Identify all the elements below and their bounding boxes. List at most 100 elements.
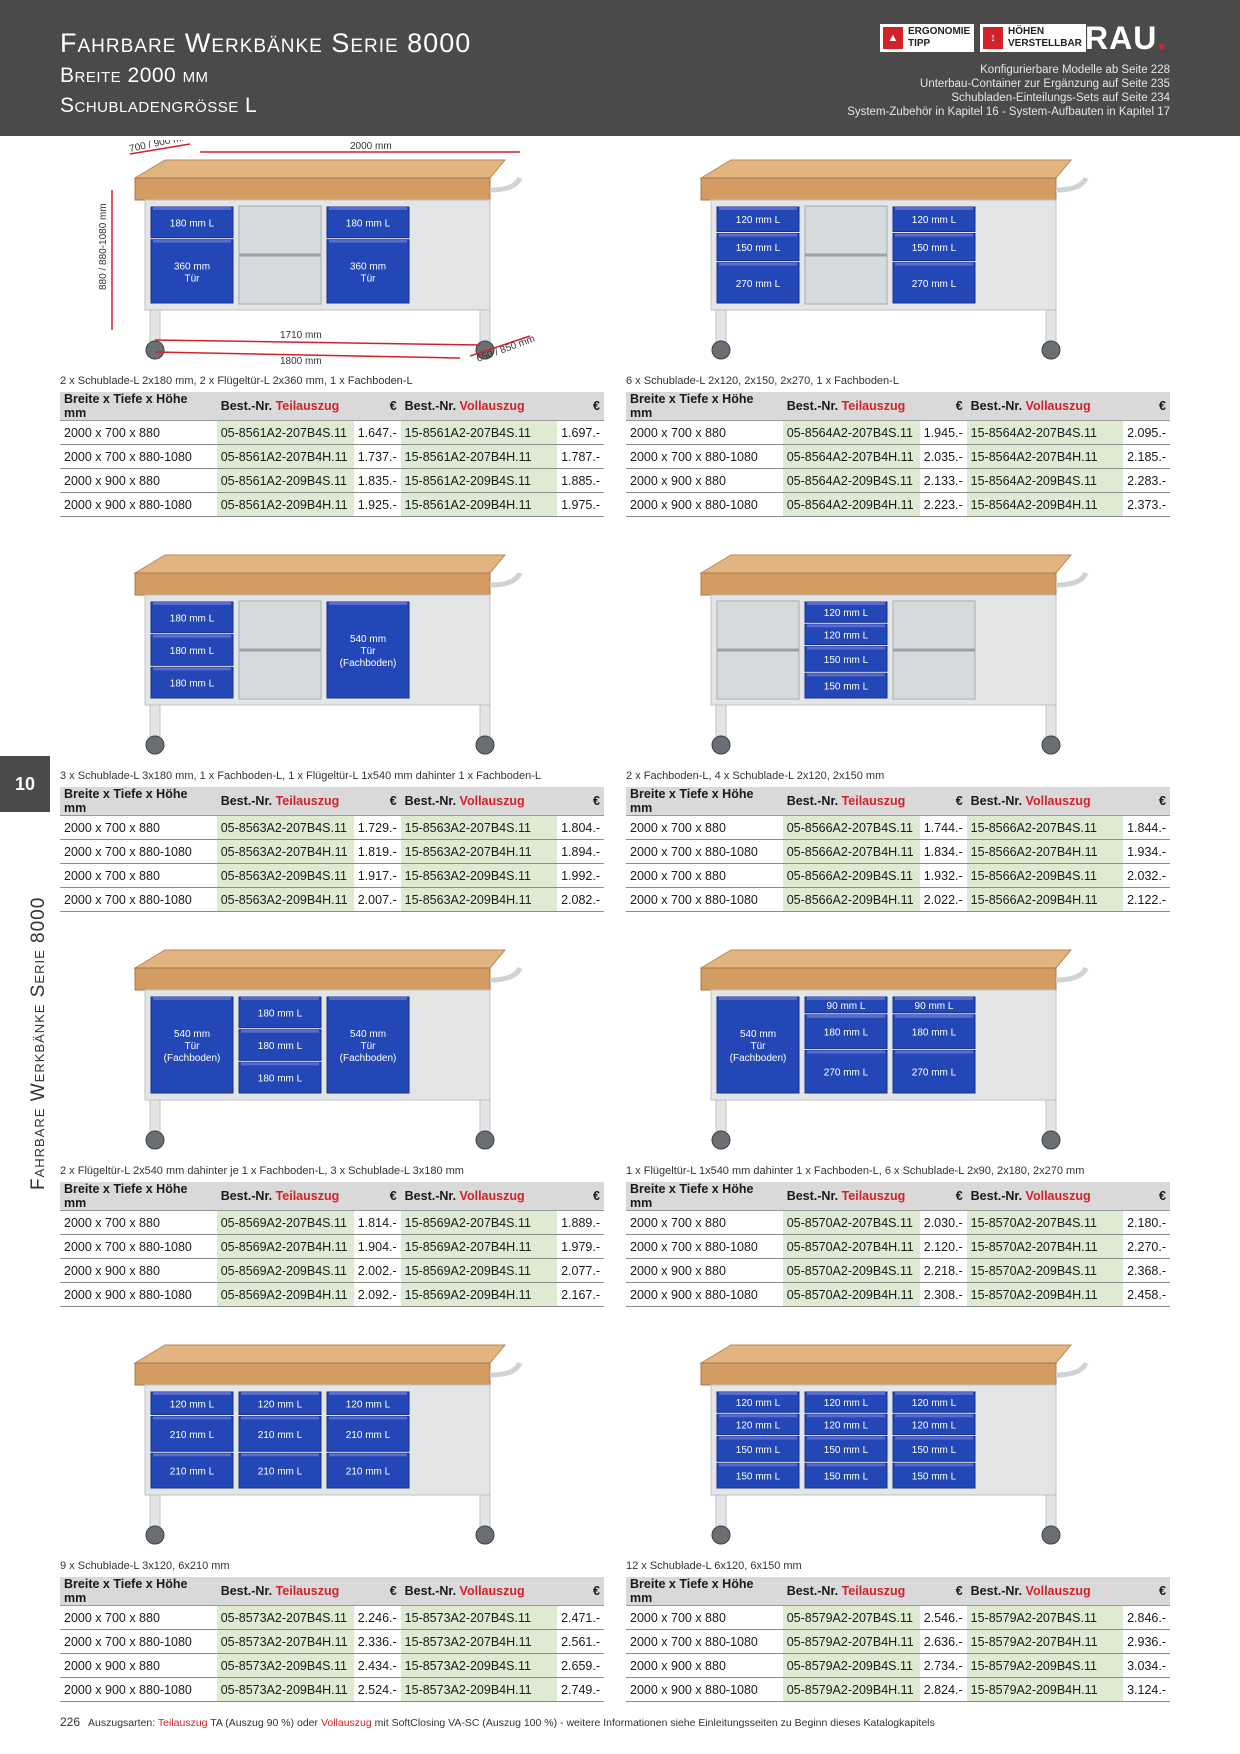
- order-number: 15-8573A2-209B4S.11: [400, 1653, 558, 1678]
- bench-leg: [715, 704, 727, 738]
- drawer-handle: [153, 207, 231, 210]
- order-number: 15-8570A2-209B4S.11: [966, 1258, 1124, 1283]
- product-caption: 2 x Schublade-L 2x180 mm, 2 x Flügeltür-…: [60, 375, 413, 387]
- drawer-size-label: 270 mm L: [912, 279, 957, 290]
- order-number: 05-8569A2-207B4H.11: [216, 1234, 354, 1259]
- drawer-size-label: 150 mm L: [824, 1445, 869, 1456]
- column-header: Breite x Tiefe x Höhe mm: [60, 1577, 217, 1606]
- dimensions: 2000 x 900 x 880: [626, 1258, 783, 1283]
- drawer-size-label: 540 mm: [174, 1029, 210, 1040]
- dimensions: 2000 x 700 x 880-1080: [60, 887, 217, 912]
- drawer-handle: [719, 1463, 797, 1467]
- order-number: 15-8564A2-207B4H.11: [966, 444, 1124, 469]
- price: 3.034.-: [1123, 1653, 1170, 1678]
- page-title: Fahrbare Werkbänke Serie 8000: [60, 28, 472, 58]
- dimensions: 2000 x 700 x 880-1080: [60, 444, 217, 469]
- drawer-handle: [329, 1416, 407, 1420]
- drawer-size-label: 540 mm: [350, 634, 386, 645]
- worktop-front: [700, 967, 1057, 991]
- drawer-size-label: 120 mm L: [824, 608, 869, 619]
- dimensions: 2000 x 700 x 880-1080: [626, 1629, 783, 1654]
- order-number: 05-8566A2-209B4H.11: [782, 887, 920, 912]
- drawer-front: [238, 996, 322, 1029]
- drawer-handle: [895, 1463, 973, 1467]
- drawer-size-label: 150 mm L: [912, 1472, 957, 1483]
- price: 2.524.-: [353, 1677, 401, 1702]
- dimensions: 2000 x 700 x 880-1080: [626, 887, 783, 912]
- worktop-front: [700, 1362, 1057, 1386]
- price: 2.636.-: [919, 1629, 967, 1654]
- dimension-label: 1710 mm: [280, 330, 322, 341]
- worktop-front: [134, 967, 491, 991]
- column-header: Best.-Nr. Teilauszug: [216, 1577, 354, 1606]
- drawer-front: [326, 996, 410, 1094]
- order-number: 15-8566A2-209B4H.11: [966, 887, 1124, 912]
- worktop: [133, 1344, 507, 1364]
- drawer-handle: [329, 239, 407, 243]
- page-references: Konfigurierbare Modelle ab Seite 228 Unt…: [847, 64, 1170, 118]
- workbench-illustration: 120 mm L 120 mm L 150 mm L 150 mm L: [699, 554, 1089, 755]
- dimensions: 2000 x 900 x 880-1080: [626, 1282, 783, 1307]
- dimensions: 2000 x 700 x 880-1080: [626, 839, 783, 864]
- column-header: Best.-Nr. Vollauszug: [966, 787, 1124, 816]
- dimensions: 2000 x 700 x 880: [626, 420, 783, 445]
- drawer-size-label: 150 mm L: [824, 655, 869, 666]
- price: 2.434.-: [353, 1653, 401, 1678]
- drawer-handle: [807, 1463, 885, 1467]
- drawer-front: [804, 1462, 888, 1489]
- order-number: 15-8579A2-209B4S.11: [966, 1653, 1124, 1678]
- worktop-front: [134, 572, 491, 596]
- drawer-size-label: 150 mm L: [824, 682, 869, 693]
- bench-leg: [149, 704, 161, 738]
- drawer-handle: [807, 1414, 885, 1418]
- handle-rail: [489, 966, 523, 983]
- order-number: 05-8561A2-209B4H.11: [216, 492, 354, 517]
- column-header: €: [919, 1182, 967, 1211]
- drawer-handle: [153, 667, 231, 671]
- bench-leg: [715, 1494, 727, 1528]
- caster-wheel: [475, 735, 495, 755]
- drawer-front: [804, 623, 888, 646]
- drawer-size-label: 120 mm L: [824, 630, 869, 641]
- height-adjust-icon: ↕: [983, 27, 1003, 49]
- order-number: 15-8561A2-207B4H.11: [400, 444, 558, 469]
- bench-leg: [479, 1099, 491, 1133]
- order-number: 05-8579A2-207B4S.11: [782, 1605, 920, 1630]
- drawer-front: [892, 262, 976, 304]
- drawer-size-label: 180 mm L: [258, 1074, 303, 1085]
- drawer-front: [326, 239, 410, 304]
- drawer-front: [716, 996, 800, 1094]
- order-number: 05-8564A2-209B4H.11: [782, 492, 920, 517]
- drawer-handle: [153, 239, 231, 243]
- drawer-handle: [241, 997, 319, 1000]
- order-number: 05-8569A2-209B4H.11: [216, 1282, 354, 1307]
- drawer-handle: [241, 1453, 319, 1457]
- order-number: 15-8561A2-207B4S.11: [400, 420, 558, 445]
- drawer-size-label: 180 mm L: [170, 218, 215, 229]
- drawer-front: [804, 1413, 888, 1436]
- order-number: 05-8570A2-209B4S.11: [782, 1258, 920, 1283]
- drawer-front: [804, 1436, 888, 1462]
- order-number: 15-8566A2-207B4S.11: [966, 815, 1124, 840]
- worktop-front: [134, 177, 491, 201]
- price: 2.246.-: [353, 1605, 401, 1630]
- order-number: 15-8561A2-209B4S.11: [400, 468, 558, 493]
- order-number: 15-8566A2-207B4H.11: [966, 839, 1124, 864]
- dimensions: 2000 x 700 x 880-1080: [626, 1234, 783, 1259]
- drawer-front: [326, 1416, 410, 1452]
- drawer-size-label: 180 mm L: [170, 613, 215, 624]
- drawer-size-label: (Fachboden): [730, 1053, 787, 1064]
